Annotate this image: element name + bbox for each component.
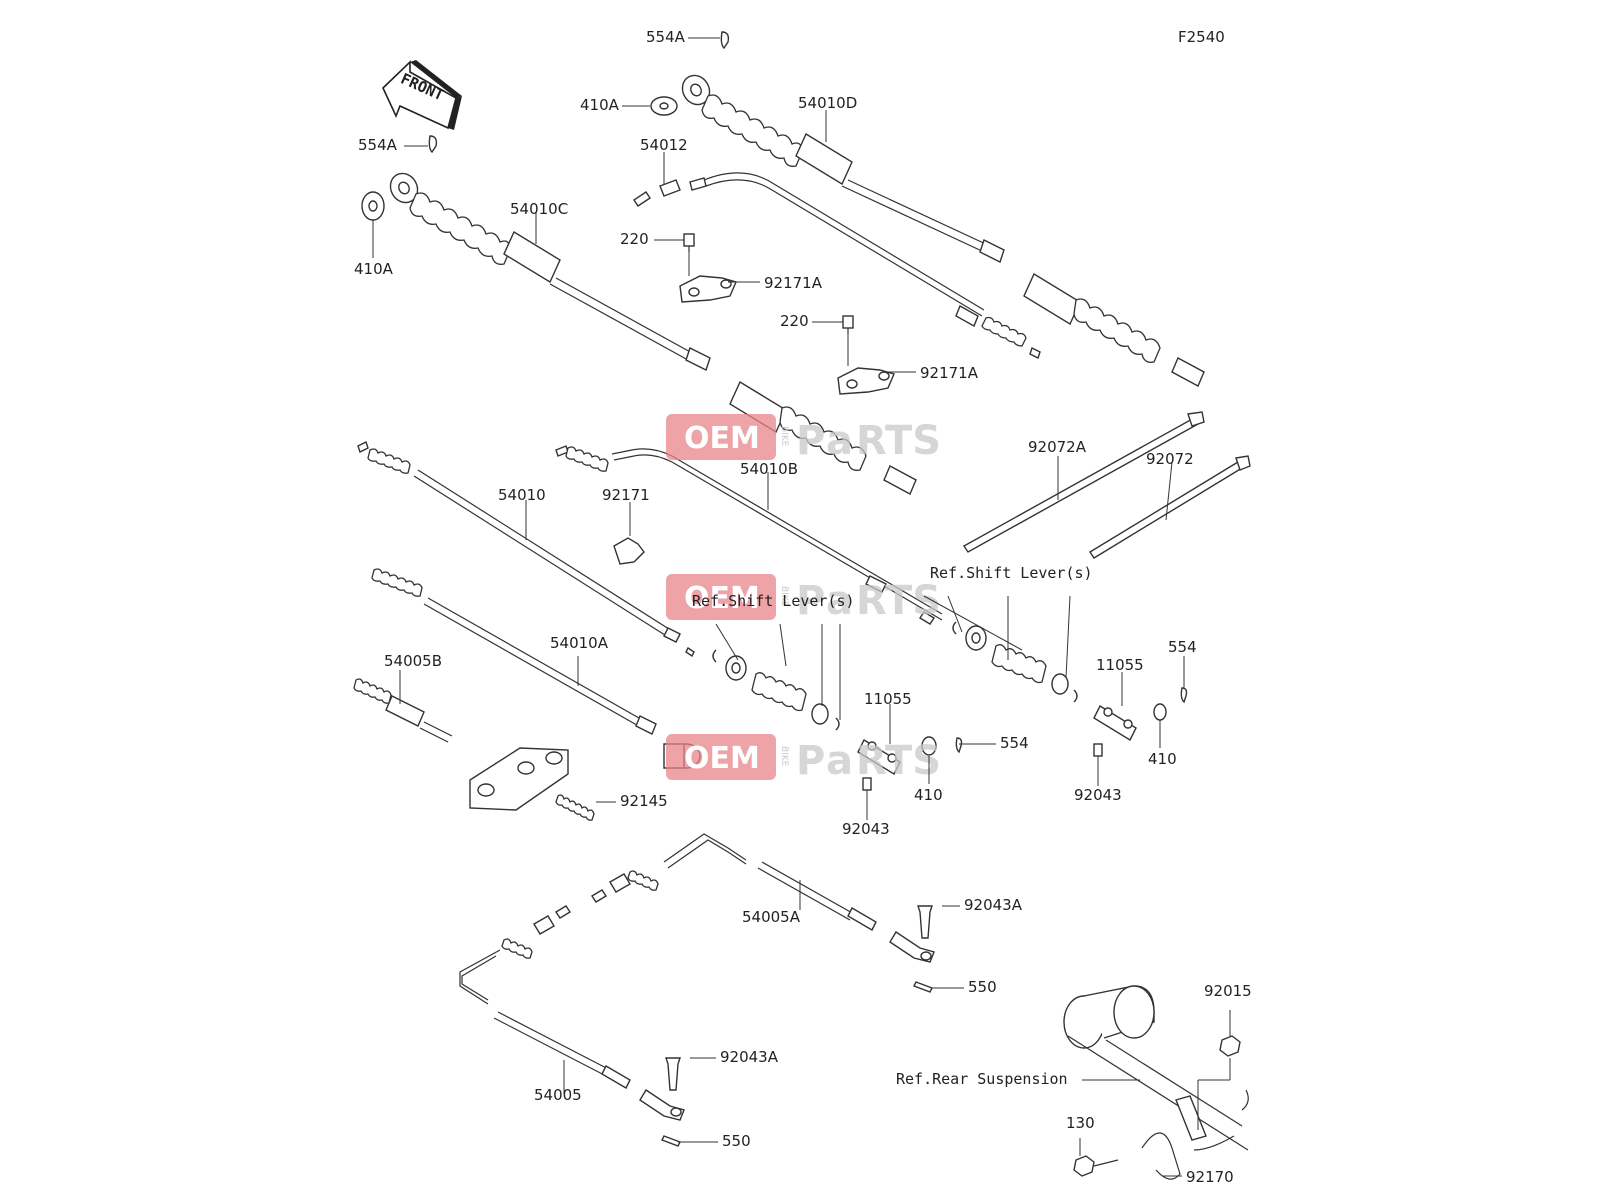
cable-tie-92072a[interactable] [962,411,1205,553]
label-54010c: 54010C [510,200,568,218]
pin-92043a-b[interactable] [665,1057,681,1091]
label-54005a: 54005A [742,908,801,926]
washer-410-mid[interactable] [921,736,937,756]
clip-554a-top[interactable] [720,31,730,50]
svg-text:a: a [826,738,853,784]
svg-text:a: a [826,578,853,624]
pin-92043a-a[interactable] [917,905,933,939]
lever-11055-mid[interactable] [857,739,901,775]
svg-text:BIKE: BIKE [779,426,789,447]
front-arrow-icon: FRONT [382,60,462,130]
label-54012: 54012 [640,136,688,154]
label-ref-shift-lever-2: Ref.Shift Lever(s) [930,564,1093,582]
label-554-mid: 554 [1000,734,1029,752]
washer-410a-top[interactable] [650,96,678,116]
svg-text:OEM: OEM [684,421,760,456]
label-ref-shift-lever-1: Ref.Shift Lever(s) [692,592,855,610]
figure-code: F2540 [1178,28,1225,46]
label-92171a-b: 92171A [920,364,979,382]
pin-92043-right[interactable] [1093,743,1103,757]
label-92171: 92171 [602,486,650,504]
shift-lever-group-2[interactable] [952,621,1078,703]
clip-554-mid[interactable] [955,737,963,754]
label-92171a-a: 92171A [764,274,823,292]
svg-text:a: a [826,418,853,464]
bracket-92171a-a[interactable] [679,275,737,303]
label-ref-rear-suspension: Ref.Rear Suspension [896,1070,1068,1088]
label-220-b: 220 [780,312,809,330]
svg-text:P: P [796,578,825,624]
cable-54005a[interactable] [591,833,935,963]
washer-410a-left[interactable] [361,191,385,221]
label-554a-top: 554A [646,28,686,46]
label-130: 130 [1066,1114,1095,1132]
part-labels: 554A 410A 54010D 554A 54012 410A 54010C … [354,28,1252,1186]
clip-554-right[interactable] [1180,687,1188,704]
svg-text:OEM: OEM [684,581,760,616]
label-554-right: 554 [1168,638,1197,656]
cable-54010[interactable] [357,441,695,658]
label-410a-left: 410A [354,260,394,278]
label-54005: 54005 [534,1086,582,1104]
watermark-1: OEM BIKE P a RTS [666,414,941,464]
cotter-550-b[interactable] [661,1135,681,1147]
spring-92145[interactable] [555,794,595,821]
label-92015: 92015 [1204,982,1252,1000]
label-410-mid: 410 [914,786,943,804]
label-92043a-b: 92043A [720,1048,779,1066]
leader-lines [372,37,1231,1177]
watermark-3: OEM BIKE P a RTS [666,734,941,784]
clip-92171[interactable] [613,537,645,565]
bolt-220-a[interactable] [683,233,695,252]
label-54005b: 54005B [384,652,442,670]
label-550-b: 550 [722,1132,751,1150]
label-54010a: 54010A [550,634,609,652]
cable-54005[interactable] [459,905,685,1121]
cable-54010c[interactable] [385,169,917,495]
cable-54012[interactable] [633,172,1041,359]
svg-text:BIKE: BIKE [779,586,789,607]
label-92043-right: 92043 [1074,786,1122,804]
bolt-130[interactable] [1073,1155,1119,1177]
label-410a-top: 410A [580,96,620,114]
bracket-block[interactable] [469,747,569,811]
label-11055-mid: 11055 [864,690,912,708]
bracket-92171a-b[interactable] [837,367,895,395]
svg-text:RTS: RTS [856,738,941,784]
cable-54010d[interactable] [677,71,1205,387]
label-92072: 92072 [1146,450,1194,468]
label-92145: 92145 [620,792,668,810]
label-550-a: 550 [968,978,997,996]
svg-text:P: P [796,418,825,464]
watermark-2: OEM BIKE P a RTS [666,574,941,624]
cable-54005b[interactable] [353,678,453,743]
bolt-220-b[interactable] [842,315,854,334]
label-11055-right: 11055 [1096,656,1144,674]
rear-suspension-arm [1063,985,1249,1151]
label-54010d: 54010D [798,94,857,112]
label-554a-left: 554A [358,136,398,154]
washer-410-right[interactable] [1153,703,1167,721]
cable-tie-92072[interactable] [1089,455,1251,559]
label-92043a-a: 92043A [964,896,1023,914]
label-92043-mid: 92043 [842,820,890,838]
label-54010: 54010 [498,486,546,504]
svg-text:RTS: RTS [856,418,941,464]
shift-lever-group-1[interactable] [712,649,840,731]
bracket-92170[interactable] [1141,1095,1207,1180]
svg-text:BIKE: BIKE [779,746,789,767]
label-220-a: 220 [620,230,649,248]
label-54010b: 54010B [740,460,798,478]
lever-11055-right[interactable] [1093,705,1137,741]
nut-92015[interactable] [1219,1035,1241,1057]
svg-text:P: P [796,738,825,784]
label-410-right: 410 [1148,750,1177,768]
cotter-550-a[interactable] [913,981,933,993]
svg-text:RTS: RTS [856,578,941,624]
label-92170: 92170 [1186,1168,1234,1186]
label-92072a: 92072A [1028,438,1087,456]
svg-text:OEM: OEM [684,741,760,776]
clip-554a-left[interactable] [428,135,438,154]
